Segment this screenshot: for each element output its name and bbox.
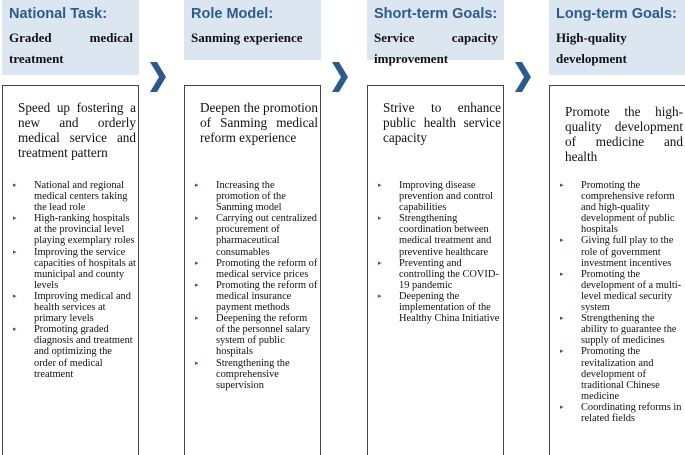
column-header: Role Model: Sanming experience: [184, 0, 321, 60]
triangle-bullet-icon: ▸: [560, 314, 564, 323]
column-short-term-goals: Short-term Goals: Service capacity impro…: [367, 0, 504, 455]
triangle-bullet-icon: ▸: [378, 214, 382, 223]
item-list: ▸Increasing the promotion of the Sanming…: [185, 180, 320, 391]
list-item: ▸Promoting the development of a multi-le…: [560, 268, 682, 314]
column-long-term-goals: Long-term Goals: High-quality developmen…: [549, 0, 685, 455]
list-item: ▸Increasing the promotion of the Sanming…: [195, 180, 286, 214]
column-subtitle: Sanming experience: [191, 30, 303, 45]
list-item: ▸Improving disease prevention and contro…: [378, 180, 494, 214]
chevron-right-icon: [150, 62, 166, 92]
triangle-bullet-icon: ▸: [195, 358, 199, 367]
chevron-right-icon: [332, 62, 348, 92]
column-header: Long-term Goals: High-quality developmen…: [549, 0, 685, 75]
triangle-bullet-icon: ▸: [378, 291, 382, 300]
item-list: ▸Improving disease prevention and contro…: [368, 180, 503, 324]
column-title: Long-term Goals:: [556, 6, 677, 22]
column-title: Short-term Goals:: [374, 6, 498, 22]
column-national-task: National Task: Graded medical treatment …: [2, 0, 139, 455]
triangle-bullet-icon: ▸: [195, 280, 199, 289]
list-item: ▸Giving full play to the role of governm…: [560, 235, 674, 269]
item-list: ▸National and regional medical centers t…: [3, 180, 138, 380]
column-lead-text: Deepen the promotion of Sanming medical …: [200, 100, 318, 145]
triangle-bullet-icon: ▸: [378, 181, 382, 189]
column-subtitle: High-quality development: [556, 30, 627, 66]
triangle-bullet-icon: ▸: [560, 402, 564, 411]
list-item: ▸Promoting the reform of medical service…: [195, 257, 318, 280]
list-item: ▸Carrying out centralized procurement of…: [195, 213, 317, 258]
list-item: ▸Strengthening the comprehensive supervi…: [195, 357, 290, 391]
list-item: ▸Deepening the implementation of the Hea…: [378, 290, 500, 325]
list-item: ▸Promoting graded diagnosis and treatmen…: [13, 324, 133, 380]
list-item: ▸Promoting the reform of medical insuran…: [195, 279, 318, 314]
triangle-bullet-icon: ▸: [560, 181, 564, 189]
list-item: ▸Improving medical and health services a…: [13, 290, 131, 325]
column-header: National Task: Graded medical treatment: [2, 0, 139, 75]
list-item: ▸Preventing and controlling the COVID-19…: [378, 257, 499, 291]
triangle-bullet-icon: ▸: [560, 347, 564, 356]
list-item: ▸Promoting the comprehensive reform and …: [560, 180, 675, 236]
column-title: Role Model:: [191, 6, 274, 22]
list-item: ▸National and regional medical centers t…: [13, 180, 128, 214]
triangle-bullet-icon: ▸: [13, 247, 17, 256]
column-lead-text: Speed up fostering a new and orderly med…: [18, 100, 136, 160]
triangle-bullet-icon: ▸: [195, 314, 199, 323]
list-item: ▸Promoting the revitalization and develo…: [560, 346, 660, 402]
column-header: Short-term Goals: Service capacity impro…: [367, 0, 504, 66]
triangle-bullet-icon: ▸: [13, 214, 17, 223]
triangle-bullet-icon: ▸: [195, 181, 199, 189]
item-list: ▸Promoting the comprehensive reform and …: [550, 180, 685, 424]
triangle-bullet-icon: ▸: [560, 236, 564, 245]
column-title: National Task:: [9, 6, 108, 22]
column-lead-text: Strive to enhance public health service …: [383, 100, 501, 145]
list-item: ▸Strengthening the ability to guarantee …: [560, 313, 677, 347]
column-subtitle: Service capacity improvement: [374, 30, 498, 66]
column-body: Speed up fostering a new and orderly med…: [2, 85, 139, 455]
triangle-bullet-icon: ▸: [378, 258, 382, 267]
triangle-bullet-icon: ▸: [13, 291, 17, 300]
triangle-bullet-icon: ▸: [13, 181, 17, 189]
list-item: ▸High-ranking hospitals at the provincia…: [13, 213, 135, 247]
column-lead-text: Promote the high-quality development of …: [565, 104, 683, 164]
chevron-right-icon: [515, 62, 531, 92]
triangle-bullet-icon: ▸: [560, 269, 564, 278]
triangle-bullet-icon: ▸: [195, 214, 199, 223]
list-item: ▸Improving the service capacities of hos…: [13, 246, 136, 291]
list-item: ▸Strengthening coordination between medi…: [378, 213, 492, 258]
list-item: ▸Coordinating reforms in related fields: [560, 401, 682, 424]
column-role-model: Role Model: Sanming experience Deepen th…: [184, 0, 321, 455]
column-body: Promote the high-quality development of …: [549, 85, 685, 455]
column-body: Deepen the promotion of Sanming medical …: [184, 85, 321, 455]
triangle-bullet-icon: ▸: [13, 325, 17, 334]
list-item: ▸Deepening the reform of the personnel s…: [195, 313, 311, 358]
column-subtitle: Graded medical treatment: [9, 30, 133, 66]
triangle-bullet-icon: ▸: [195, 258, 199, 267]
column-body: Strive to enhance public health service …: [367, 85, 504, 455]
